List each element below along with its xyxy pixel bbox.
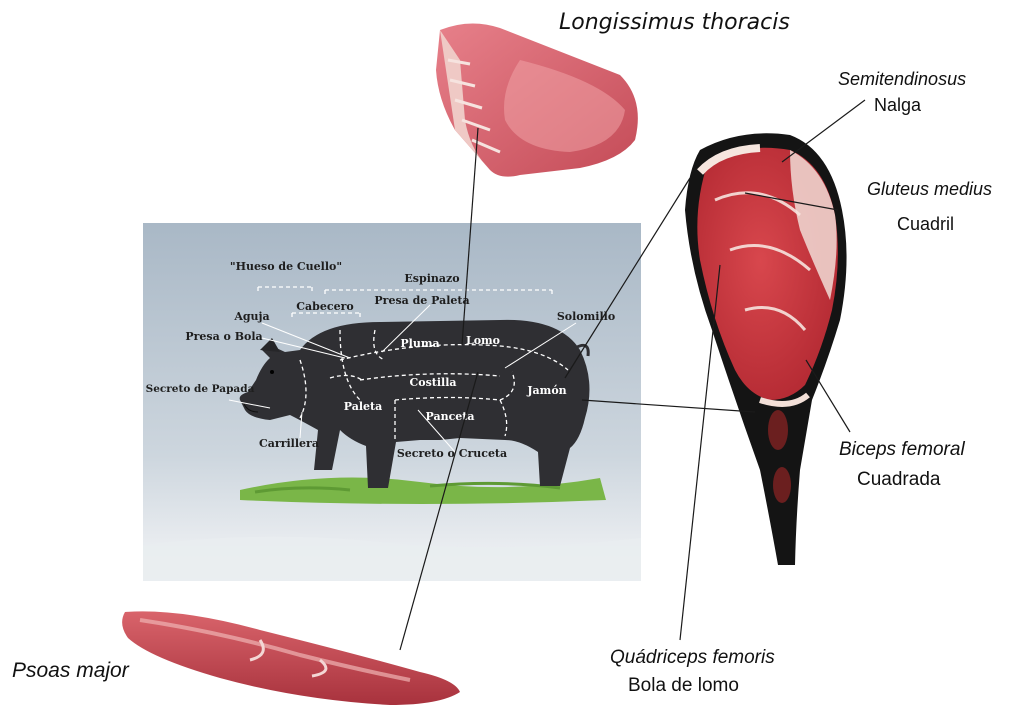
cut-label-secreto-o-cruceta: Secreto o Cruceta — [397, 447, 507, 460]
muscle-label-semitendinosus: Semitendinosus — [838, 70, 966, 88]
muscle-label-gluteus-medius: Gluteus medius — [867, 180, 992, 198]
cut-label-aguja: Aguja — [233, 310, 269, 323]
cut-label-hueso-de-cuello: "Hueso de Cuello" — [230, 260, 342, 273]
cut-label-pluma: Pluma — [400, 337, 439, 350]
cut-label-jamon: Jamón — [526, 384, 566, 397]
pig-diagram-panel: "Hueso de Cuello" Espinazo Cabecero Pres… — [143, 223, 641, 581]
cut-label-paleta: Paleta — [344, 400, 383, 413]
cut-label-secreto-de-papada: Secreto de Papada — [146, 383, 255, 395]
cut-label-presa-o-bola: Presa o Bola — [185, 330, 262, 343]
muscle-label-psoas-major: Psoas major — [12, 660, 129, 681]
muscle-label-biceps-femoral: Biceps femoral — [839, 440, 965, 459]
cut-label-lomo: Lomo — [466, 334, 500, 347]
common-name-cuadrada: Cuadrada — [857, 470, 940, 489]
cut-label-espinazo: Espinazo — [404, 272, 459, 285]
muscle-label-quadriceps-femoris: Quádriceps femoris — [610, 648, 775, 667]
common-name-cuadril: Cuadril — [897, 215, 954, 233]
cut-label-carrillera: Carrillera — [259, 437, 319, 450]
loin-cut-image — [436, 23, 638, 176]
cut-label-presa-de-paleta: Presa de Paleta — [374, 294, 469, 307]
tenderloin-cut-image — [122, 611, 460, 705]
muscle-label-longissimus-thoracis: Longissimus thoracis — [559, 12, 790, 34]
cut-label-costilla: Costilla — [409, 376, 456, 389]
common-name-nalga: Nalga — [874, 96, 921, 114]
common-name-bola-de-lomo: Bola de lomo — [628, 676, 739, 695]
ham-cut-image — [685, 133, 847, 565]
cut-label-cabecero: Cabecero — [296, 300, 353, 313]
